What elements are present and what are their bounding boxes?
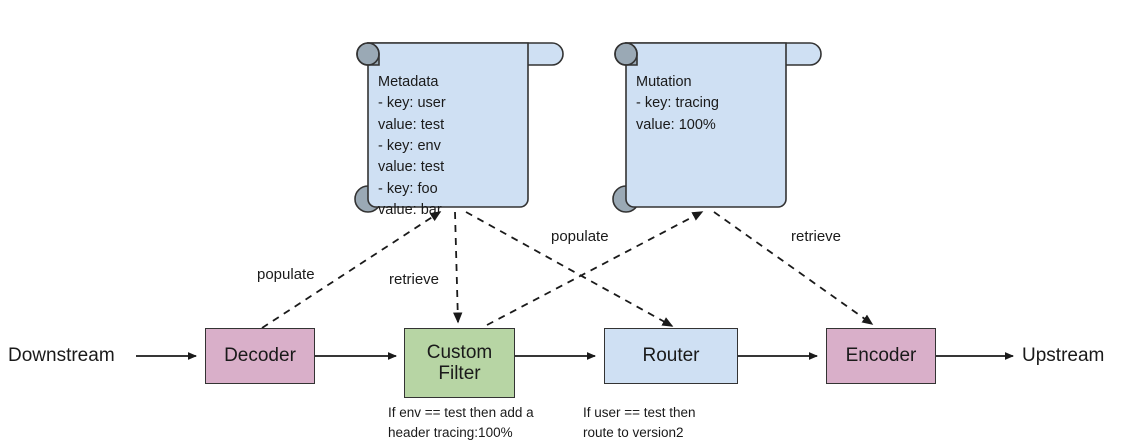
mutation-scroll-text: Mutation - key: tracing value: 100% (636, 74, 719, 133)
edge-mutation-router-populate (465, 211, 674, 327)
custom-filter-caption: If env == test then add a header tracing… (388, 405, 534, 440)
metadata-scroll-shape (354, 42, 564, 213)
edge-label-populate-mutation: populate (551, 228, 609, 245)
mutation-scroll[interactable]: Mutation - key: tracing value: 100% (598, 36, 828, 216)
router-caption: If user == test then route to version2 (583, 405, 696, 440)
node-router[interactable]: Router (604, 328, 738, 384)
edge-customfilter-mutation-populate (486, 211, 704, 326)
edge-metadata-customfilter-retrieve (453, 211, 463, 324)
node-decoder[interactable]: Decoder (205, 328, 315, 384)
metadata-scroll[interactable]: Metadata - key: user value: test - key: … (340, 36, 570, 218)
metadata-scroll-text: Metadata - key: user value: test - key: … (378, 74, 446, 218)
edge-label-retrieve-metadata: retrieve (389, 271, 440, 288)
node-encoder[interactable]: Encoder (826, 328, 936, 384)
edge-label-populate-metadata: populate (257, 266, 315, 283)
downstream-label: Downstream (8, 345, 115, 366)
upstream-label: Upstream (1022, 345, 1105, 366)
mutation-scroll-shape (612, 42, 822, 213)
edge-mutation-encoder-retrieve (713, 211, 874, 325)
node-custom-filter[interactable]: Custom Filter (404, 328, 515, 398)
edge-decoder-metadata-populate (261, 211, 442, 329)
edge-label-retrieve-mutation: retrieve (791, 228, 842, 245)
